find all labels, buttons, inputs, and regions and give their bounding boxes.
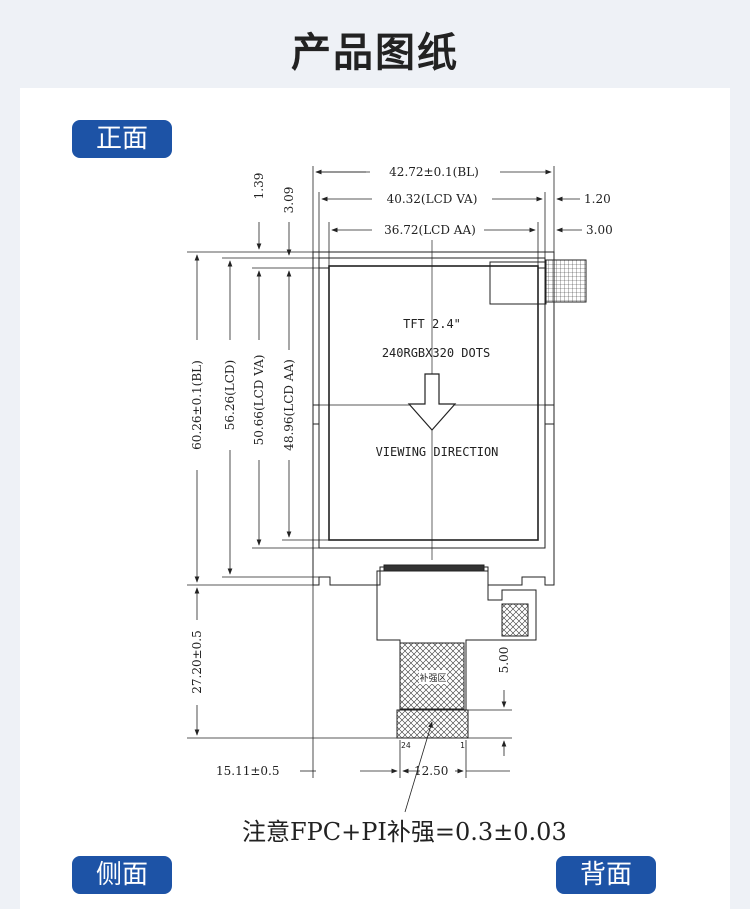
dim-top-139: 1.39 (252, 173, 266, 200)
dim-height-va: 50.66(LCD VA) (252, 355, 266, 446)
pin-left-label: 24 (401, 741, 411, 750)
page-title: 产品图纸 (291, 30, 459, 76)
side-connector (545, 259, 587, 303)
note-leader (404, 721, 433, 813)
viewing-arrow-icon (407, 373, 457, 431)
tag-front-view: 正面 (72, 120, 172, 158)
dim-height-aa: 48.96(LCD AA) (282, 359, 296, 451)
dim-height-lcd: 56.26(LCD) (223, 360, 237, 431)
pin-right-label: 1 (460, 741, 465, 750)
dim-width-va: 40.32(LCD VA) (387, 192, 478, 206)
dim-fpc-500: 5.00 (497, 647, 511, 674)
dim-width-bl: 42.72±0.1(BL) (389, 165, 479, 179)
backlight-outline (312, 251, 555, 586)
dim-right-120: 1.20 (584, 192, 611, 206)
dim-fpc-width: 12.50 (414, 764, 448, 778)
tag-back-view: 背面 (556, 856, 656, 894)
dim-width-aa: 36.72(LCD AA) (384, 223, 476, 237)
lcd-aa-area (328, 265, 539, 541)
drawing-card (20, 88, 730, 909)
stiffener-note: 注意FPC+PI补强=0.3±0.03 (242, 818, 567, 846)
dim-fpc-length: 27.20±0.5 (190, 630, 204, 694)
dim-fpc-offset: 15.11±0.5 (216, 764, 280, 778)
dim-right-300: 3.00 (586, 223, 613, 237)
screen-text-resolution: 240RGBX320 DOTS (382, 346, 490, 360)
dim-top-309: 3.09 (282, 187, 296, 214)
fpc-connector-strip (383, 564, 485, 572)
fpc-body (376, 570, 537, 711)
fpc-side-component (501, 603, 529, 637)
stiffener-zone-label: 补强区 (419, 672, 446, 684)
screen-text-viewing: VIEWING DIRECTION (376, 445, 499, 459)
dim-height-bl: 60.26±0.1(BL) (190, 360, 204, 450)
fpc-gold-fingers (396, 709, 469, 739)
screen-text-tft: TFT 2.4" (403, 317, 461, 331)
tag-side-view: 侧面 (72, 856, 172, 894)
